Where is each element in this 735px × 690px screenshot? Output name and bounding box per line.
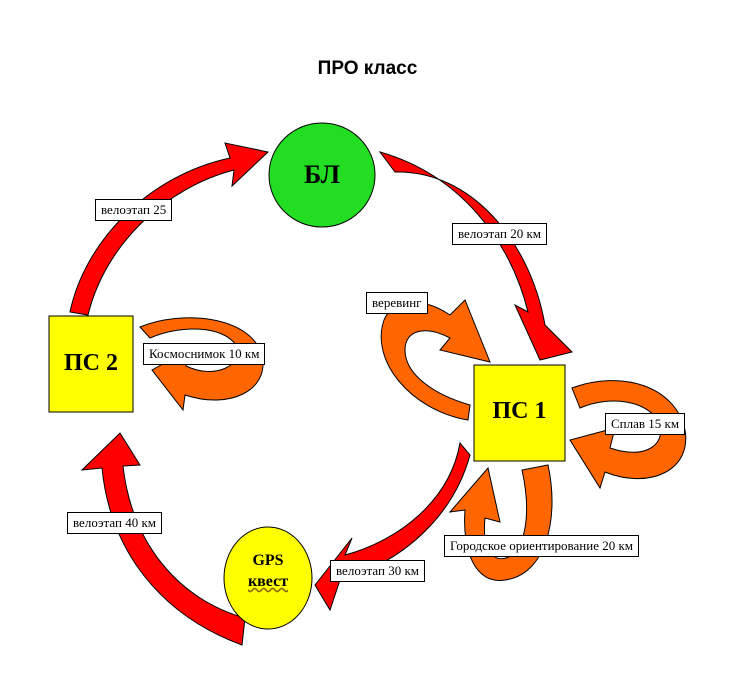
arrow-ps2-to-bl	[69, 142, 270, 316]
loop-arrow-kosmos	[139, 317, 264, 412]
loop-label-splav: Сплав 15 км	[605, 413, 686, 435]
arrow-gps-to-ps2	[80, 432, 246, 646]
node-gps-label-line1: GPS	[252, 552, 284, 569]
node-ps1	[473, 364, 566, 462]
arrow-ps1-to-gps	[314, 441, 471, 612]
edge-label-velo-25: велоэтап 25	[95, 199, 173, 221]
node-ps2	[48, 315, 134, 413]
node-ps1-label: ПС 1	[492, 398, 547, 424]
node-gps	[223, 526, 313, 630]
loop-arrow-gorod	[448, 464, 553, 581]
loop-arrow-vereving	[380, 299, 491, 421]
node-bl-label: БЛ	[304, 160, 340, 189]
loop-arrow-splav	[569, 380, 687, 490]
edge-label-velo-30: велоэтап 30 км	[330, 560, 425, 582]
loop-label-kosmos: Космоснимок 10 км	[143, 343, 266, 365]
arrow-bl-to-ps1	[378, 151, 573, 361]
loop-label-gorod: Городское ориентирование 20 км	[444, 535, 640, 557]
node-bl	[268, 122, 376, 228]
node-gps-label-line2: квест	[247, 573, 289, 590]
diagram-title: ПРО класс	[317, 58, 418, 79]
edge-label-velo-20: велоэтап 20 км	[452, 223, 547, 245]
loop-label-vereving: веревинг	[366, 292, 428, 314]
node-ps2-label: ПС 2	[64, 350, 118, 376]
edge-label-velo-40: велоэтап 40 км	[67, 512, 162, 534]
